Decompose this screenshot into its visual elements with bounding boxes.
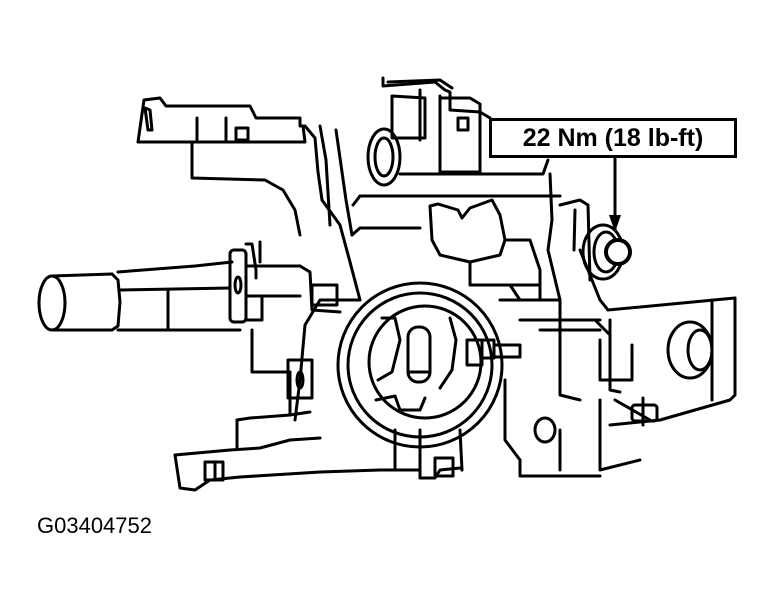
column-body [293, 198, 612, 422]
torque-spec-callout: 22 Nm (18 lb-ft) [489, 118, 737, 158]
lock-cylinder [336, 281, 522, 449]
upper-lever-arm [136, 96, 354, 237]
center-boss [428, 198, 507, 264]
torque-spec-label: 22 Nm (18 lb-ft) [522, 123, 704, 152]
callout-arrowhead-icon [609, 215, 621, 232]
left-collar [228, 240, 342, 374]
mounting-bolt [604, 238, 632, 266]
top-bracket [351, 76, 562, 207]
right-housing [546, 172, 737, 427]
figure-id: G03404752 [37, 513, 152, 538]
base-plate [173, 358, 642, 492]
steering-shaft [37, 260, 242, 332]
